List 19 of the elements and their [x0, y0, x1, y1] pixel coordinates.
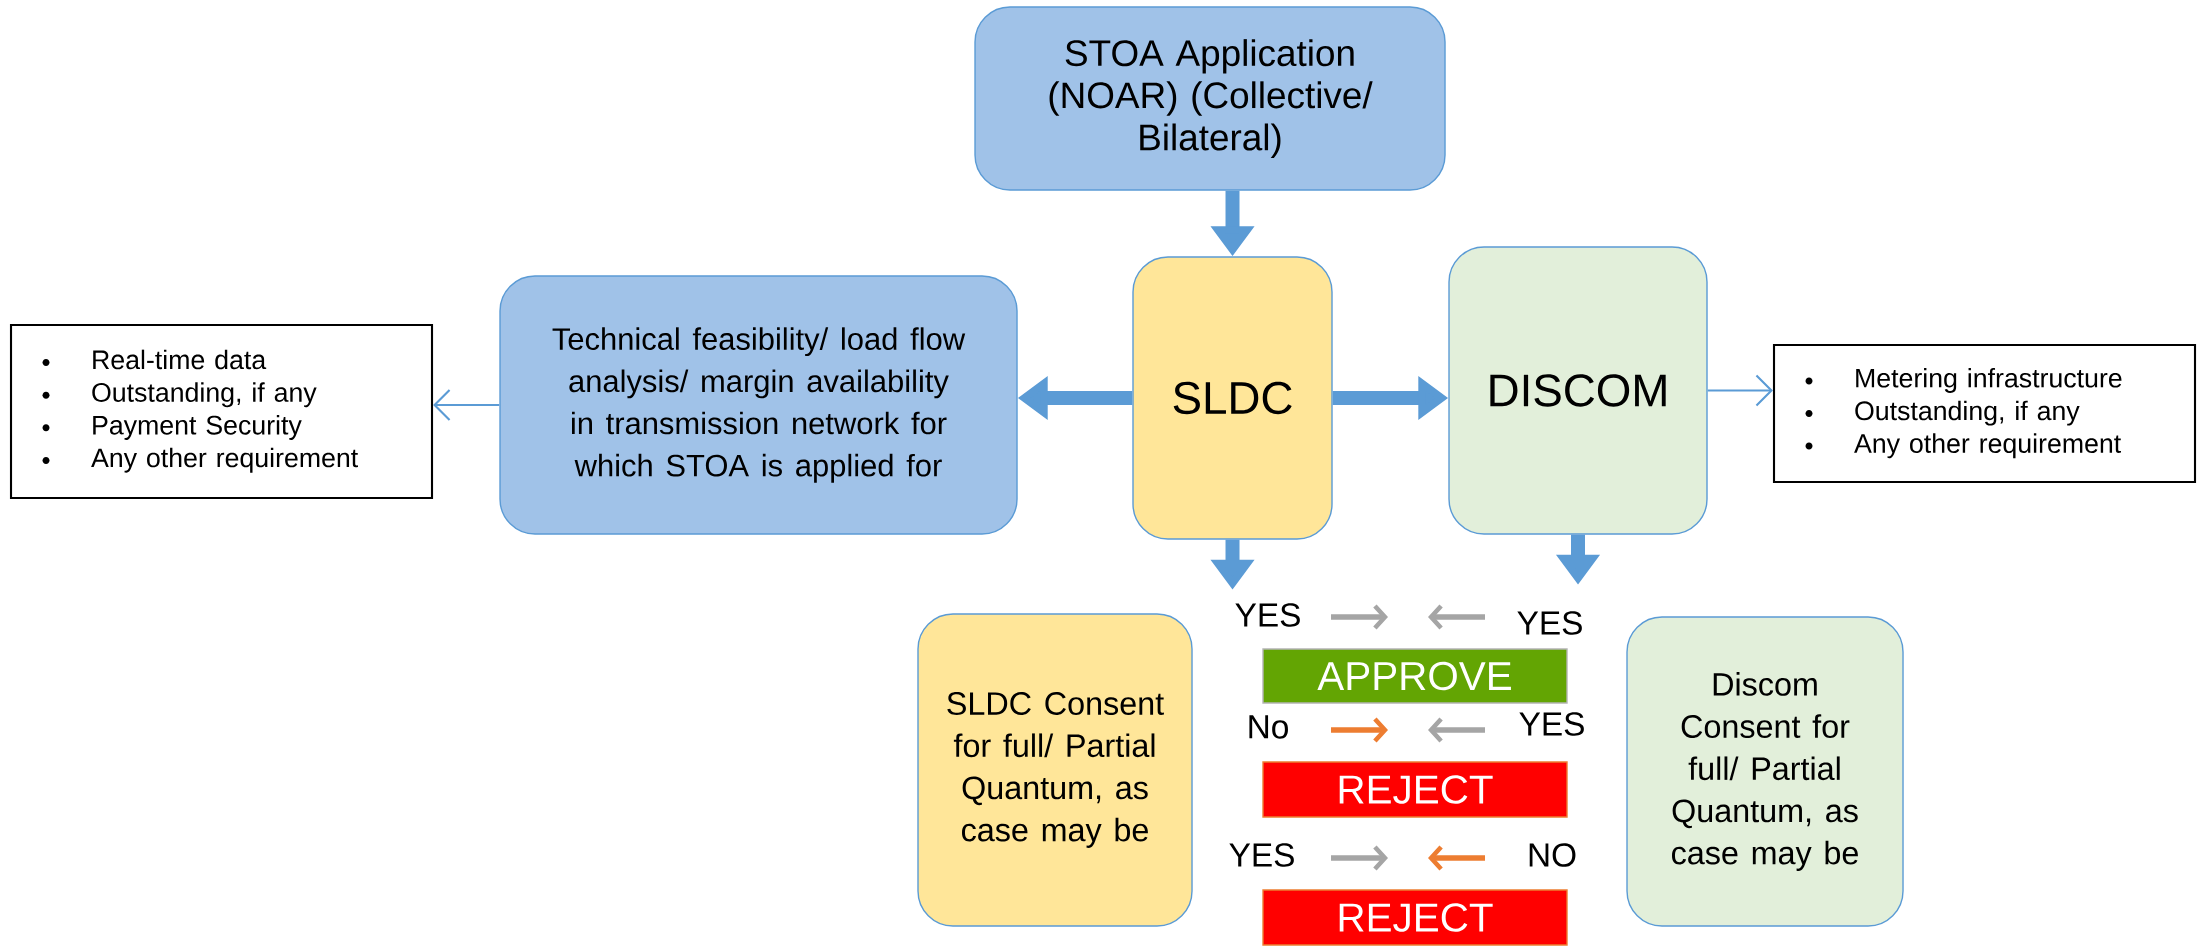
process-box: STOA Application (NOAR) (Collective/ Bilateral) — [974, 6, 1446, 191]
requirement-list-box: Real-time data Outstanding, if any Payment Security Any other requirement — [9, 323, 434, 500]
arrow — [433, 389, 500, 421]
approve-bar: APPROVE — [1262, 648, 1568, 704]
arrow — [1707, 374, 1773, 407]
answer-label: No — [1249, 715, 1288, 739]
process-box: SLDC — [1132, 256, 1333, 540]
process-box: DISCOM — [1448, 246, 1708, 535]
answer-label: YES — [1235, 603, 1300, 627]
reject-bar: REJECT — [1262, 889, 1568, 946]
answer-label: YES — [1229, 843, 1294, 867]
answer-label: YES — [1519, 712, 1584, 736]
process-box: SLDC Consent for full/ Partial Quantum, as case may be — [917, 613, 1193, 927]
process-box: Discom Consent for full/ Partial Quantum, as case may be — [1626, 616, 1904, 927]
process-box: Technical feasibility/ load flow analysis/ margin availability in transmission network for which STOA is applied for — [499, 275, 1018, 535]
requirement-list-box: Metering infrastructure Outstanding, if any Any other requirement — [1772, 343, 2197, 484]
answer-label: NO — [1529, 843, 1576, 867]
reject-bar: REJECT — [1262, 761, 1568, 818]
answer-label: YES — [1517, 611, 1582, 635]
